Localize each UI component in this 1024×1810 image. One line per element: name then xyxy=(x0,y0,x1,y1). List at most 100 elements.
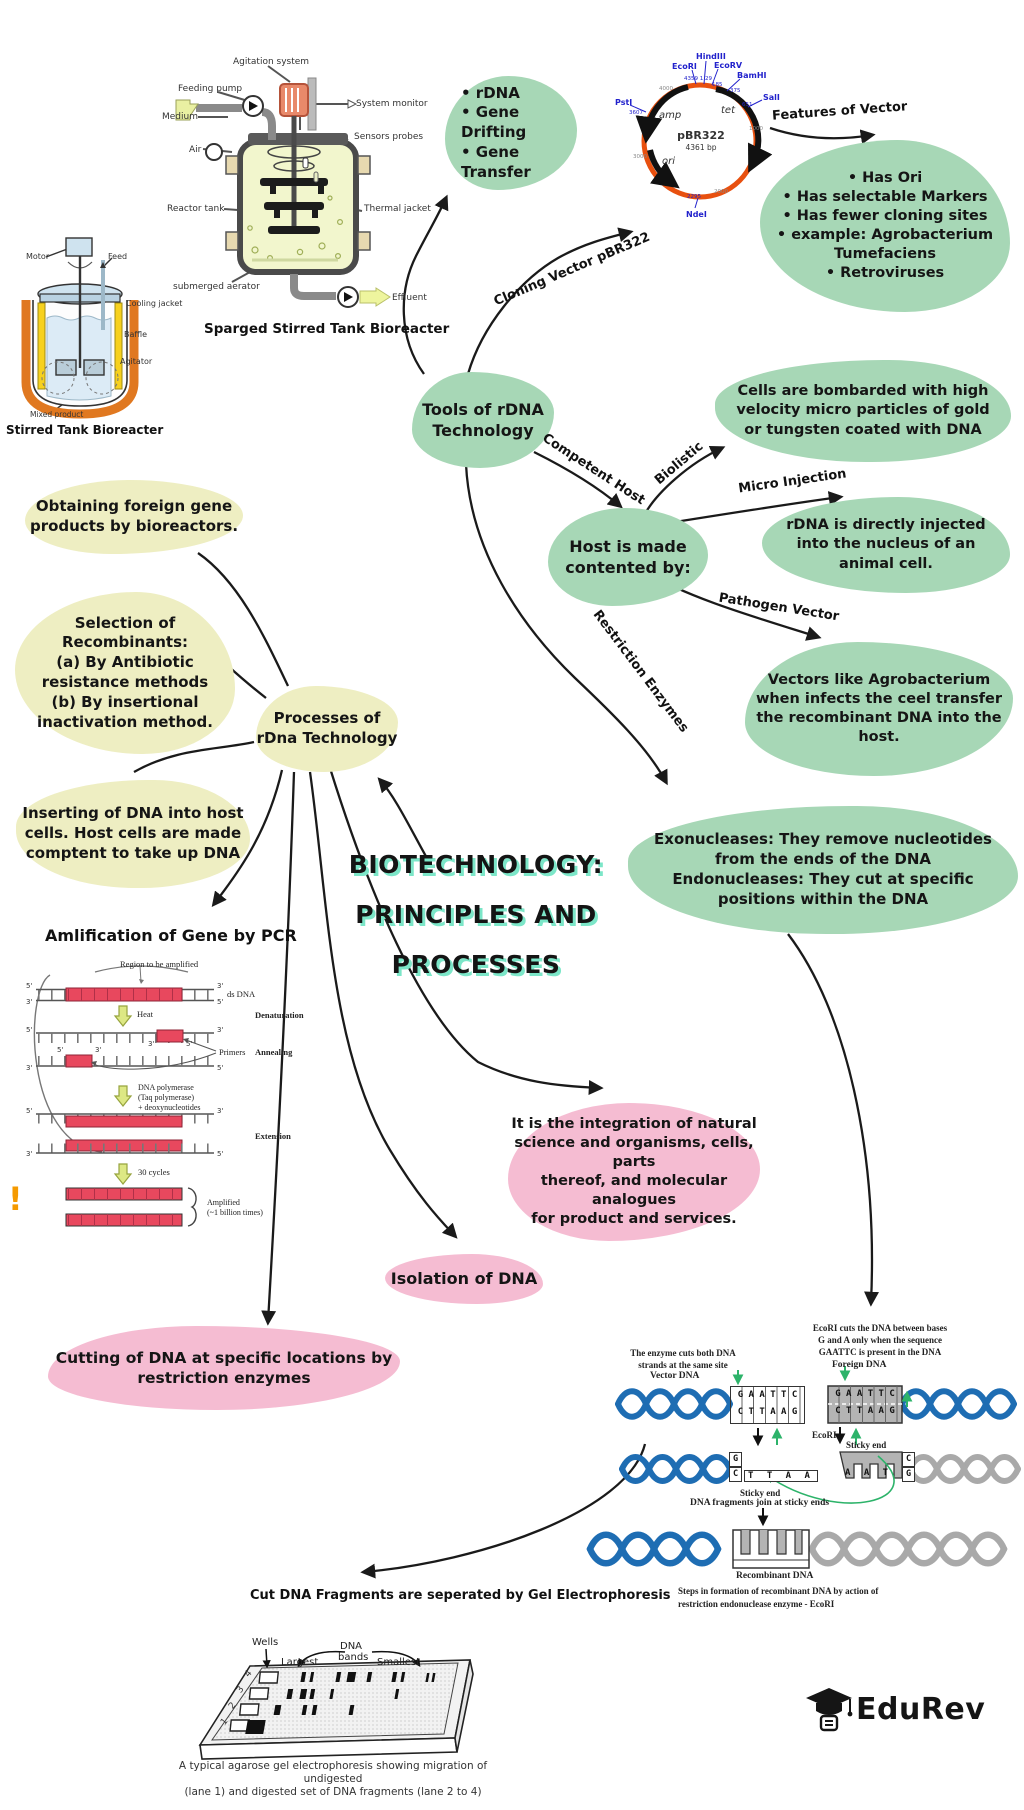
label-cooling-jacket: Cooling jacket xyxy=(126,299,183,308)
label-reactor-tank: Reactor tank xyxy=(167,204,225,214)
label-system-monitor: System monitor xyxy=(356,99,428,109)
pcr-end-label: 3' xyxy=(217,982,224,990)
label-agitator: Agitator xyxy=(120,357,153,366)
node-cutting-of-dna: Cutting of DNA at specific locations by … xyxy=(48,1326,400,1410)
title-line-1: BIOTECHNOLOGY: xyxy=(348,850,604,879)
gel-heading: Cut DNA Fragments are seperated by Gel E… xyxy=(250,1588,671,1603)
sticky-end-right-label: Sticky end xyxy=(846,1440,887,1450)
node-processes-of-rdna: Processes of rDna Technology xyxy=(256,686,398,772)
gel-largest-label: Largest xyxy=(281,1657,319,1668)
gel-smallest-label: Smallest xyxy=(377,1657,421,1668)
node-biolistic: Cells are bombarded with high velocity m… xyxy=(715,360,1011,462)
pcr-heading: Amlification of Gene by PCR xyxy=(45,926,297,945)
gel-electrophoresis-diagram xyxy=(198,1648,474,1760)
title-line-3: PROCESSES xyxy=(391,950,561,979)
pcr-polymerase-label: DNA polymerase (Taq polymerase) + deoxyn… xyxy=(138,1083,201,1112)
pcr-end-label: 3' xyxy=(148,1040,155,1048)
sparged-caption: Sparged Stirred Tank Bioreacter xyxy=(204,321,450,337)
pcr-cycles-label: 30 cycles xyxy=(138,1167,170,1177)
node-micro-injection: rDNA is directly injected into the nucle… xyxy=(762,497,1010,593)
foreign-seq-top: G A A T T C xyxy=(835,1389,895,1399)
plasmid-gene-amp: amp xyxy=(659,110,682,121)
sticky-right-bottom-base: G xyxy=(902,1467,915,1482)
pcr-end-label: 5' xyxy=(217,1150,224,1158)
vector-sequence-box: G A A T T C C T T A A G xyxy=(730,1386,805,1424)
gel-caption: A typical agarose gel electrophoresis sh… xyxy=(178,1760,488,1799)
pcr-end-label: 5' xyxy=(57,1046,64,1054)
pcr-diagram xyxy=(33,965,217,1227)
pcr-end-label: 3' xyxy=(217,1107,224,1115)
plasmid-site-ndei: NdeI xyxy=(686,210,707,219)
node-inserting-dna: Inserting of DNA into host cells. Host c… xyxy=(16,780,250,888)
node-vector-features: • Has Ori • Has selectable Markers • Has… xyxy=(760,140,1010,312)
pcr-end-label: 5' xyxy=(26,1107,33,1115)
pcr-heat-label: Heat xyxy=(137,1009,154,1019)
plasmid-gene-tet: tet xyxy=(721,105,735,116)
plasmid-site-ecorv: EcoRV xyxy=(714,61,743,70)
plasmid-tick-ecorv: 185 xyxy=(712,82,723,88)
plasmid-name: pBR322 xyxy=(677,129,725,142)
pbr322-plasmid-diagram xyxy=(629,60,773,209)
plasmid-site-sali: SalI xyxy=(763,93,780,102)
page-title: BIOTECHNOLOGY: PRINCIPLES AND PROCESSES xyxy=(348,840,604,990)
alert-exclamation-icon: ! xyxy=(8,1180,23,1218)
label-effluent: Effluent xyxy=(392,293,427,303)
gel-bands-label: bands xyxy=(338,1652,369,1663)
plasmid-tick-1000: 1000 xyxy=(749,126,763,132)
label-mixed-product: Mixed product xyxy=(30,410,84,419)
ecori-enzyme-label: EcoRI xyxy=(812,1430,837,1440)
stirred-caption: Stirred Tank Bioreacter xyxy=(6,423,164,437)
node-pathogen-vector: Vectors like Agrobacterium when infects … xyxy=(745,642,1013,776)
node-competent-host: Host is made contented by: xyxy=(548,508,708,606)
label-sensors-probes: Sensors probes xyxy=(354,132,424,142)
pcr-annealing-label: Annealing xyxy=(255,1047,293,1057)
pcr-end-label: 3' xyxy=(95,1046,102,1054)
node-selection-recombinants: Selection of Recombinants: (a) By Antibi… xyxy=(15,592,235,754)
gel-wells-label: Wells xyxy=(252,1637,279,1648)
sticky-right-top-base: C xyxy=(902,1452,915,1467)
sticky-left-bottom-base: C xyxy=(729,1467,742,1482)
plasmid-tick-4000: 4000 xyxy=(659,86,673,92)
plasmid-size: 4361 bp xyxy=(685,143,717,152)
ecori-cuts-between-label: EcoRI cuts the DNA between bases G and A… xyxy=(812,1323,948,1358)
pcr-region-label: Region to be amplified xyxy=(120,959,199,969)
node-biotech-definition: It is the integration of natural science… xyxy=(508,1103,760,1241)
plasmid-site-psti: PstI xyxy=(615,98,633,107)
recombinant-dna-label: Recombinant DNA xyxy=(736,1571,814,1581)
pcr-end-label: 3' xyxy=(26,1150,33,1158)
plasmid-tick-2000: 2000 xyxy=(714,189,728,195)
plasmid-tick-psti: 3607 xyxy=(629,110,643,116)
plasmid-tick-ndei: 2295 xyxy=(687,194,701,200)
title-line-2: PRINCIPLES AND xyxy=(355,900,597,929)
plasmid-site-hindiii: HindIII xyxy=(696,52,726,61)
label-thermal-jacket: Thermal jacket xyxy=(364,204,431,214)
sticky-right-overhang: A A T T xyxy=(845,1468,911,1478)
plasmid-tick-hind: 4359 1 29 xyxy=(684,76,712,82)
plasmid-tick-3000: 3000 xyxy=(633,154,647,160)
pcr-primers-label: Primers xyxy=(219,1047,246,1057)
label-feeding-pump: Feeding pump xyxy=(178,84,243,94)
ecori-enzyme-cuts-label: The enzyme cuts both DNA strands at the … xyxy=(630,1348,736,1371)
node-nucleases: Exonucleases: They remove nucleotides fr… xyxy=(628,806,1018,934)
pcr-extension-label: Extension xyxy=(255,1131,291,1141)
sticky-left-overhang: T T A A xyxy=(744,1470,818,1482)
sparged-bioreactor-diagram xyxy=(175,65,391,308)
label-submerged-aerator: submerged aerator xyxy=(173,282,260,292)
pcr-end-label: 5' xyxy=(186,1040,193,1048)
foreign-sequence-box: G A A T T C C T T A A G xyxy=(828,1386,902,1423)
label-baffle: Baffle xyxy=(124,330,148,339)
plasmid-gene-ori: ori xyxy=(662,156,676,167)
vector-seq-top: G A A T T C xyxy=(737,1390,798,1400)
plasmid-tick-bamhi: 375 xyxy=(730,88,741,94)
foreign-seq-bottom: C T T A A G xyxy=(835,1405,895,1416)
pcr-amplified-label: Amplified (~1 billion times) xyxy=(207,1198,263,1218)
edurev-logo-text: EduRev xyxy=(856,1692,986,1727)
sticky-left-top-base: G xyxy=(729,1452,742,1467)
plasmid-site-bamhi: BamHI xyxy=(737,71,767,80)
label-air: Air xyxy=(189,145,202,155)
node-isolation-of-dna: Isolation of DNA xyxy=(385,1254,543,1304)
label-medium: Medium xyxy=(162,112,198,122)
edurev-logo-icon xyxy=(806,1688,853,1732)
pcr-end-label: 5' xyxy=(26,1026,33,1034)
steps-caption: Steps in formation of recombinant DNA by… xyxy=(678,1586,879,1609)
